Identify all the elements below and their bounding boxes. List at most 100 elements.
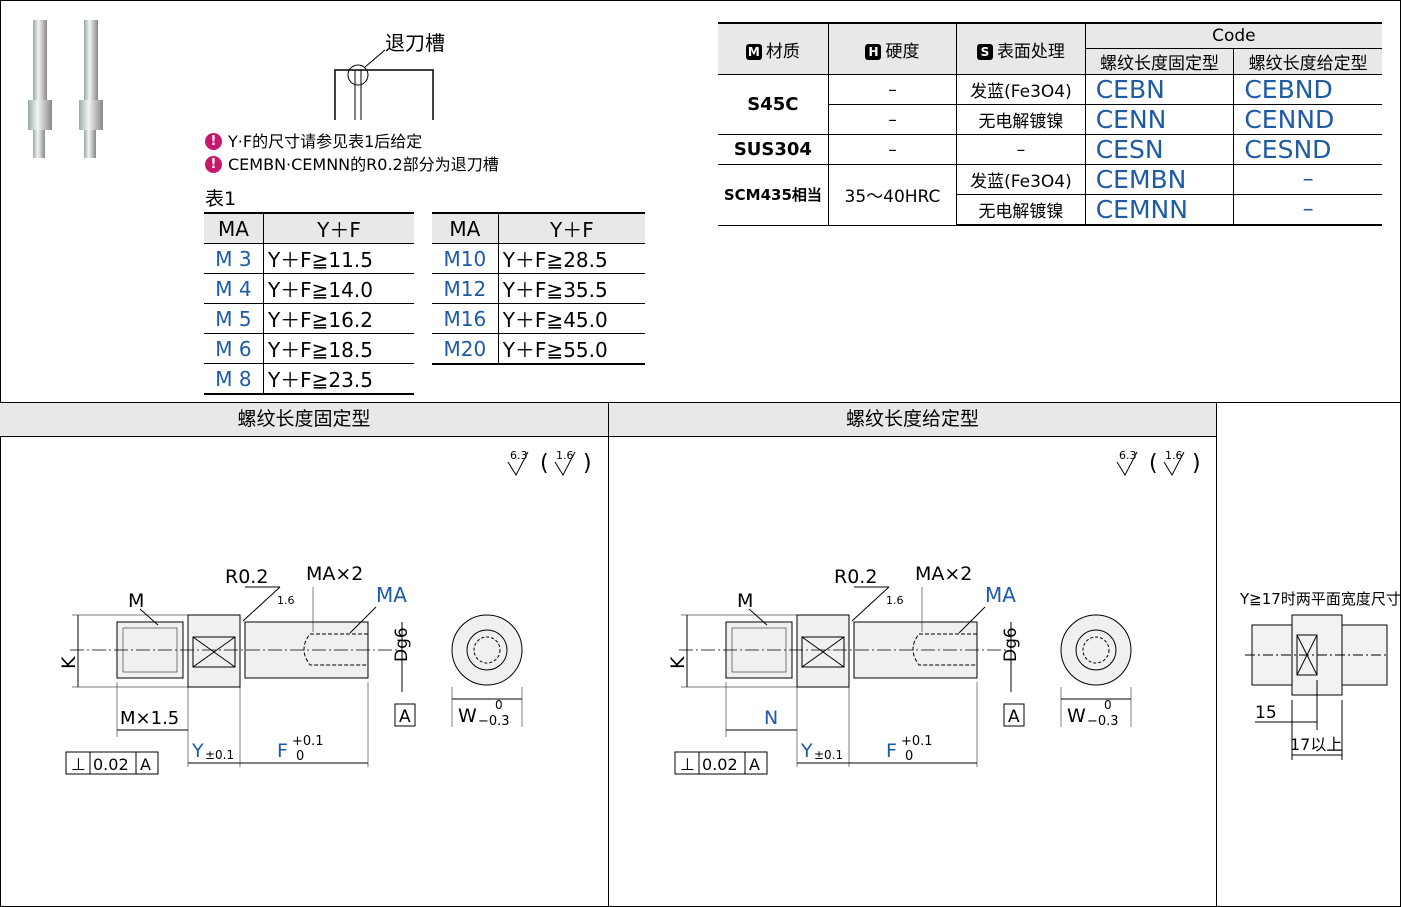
flat-cross (192, 636, 236, 668)
yf-cell: Y＋F≧55.0 (497, 333, 645, 365)
tolerance-frame (674, 751, 768, 775)
surface-badge: S (976, 43, 993, 60)
groove-detail: 退刀槽 (334, 31, 445, 120)
yf-cell: Y＋F≧16.2 (262, 303, 414, 334)
label-m: M (128, 590, 144, 612)
code-given-cell: CEBND (1233, 74, 1382, 105)
paren-open: ( (1149, 451, 1158, 476)
material-cell: SUS304 (718, 134, 829, 165)
hardness-cell: – (827, 74, 958, 105)
hardness-cell: – (828, 104, 958, 135)
surface-cell: 发蓝(Fe3O4) (956, 164, 1086, 195)
groove-label: 退刀槽 (385, 31, 445, 55)
side-title: Y≧17时两平面宽度尺寸 (1240, 590, 1401, 608)
leader-line (851, 586, 890, 622)
end-view-inner (466, 629, 508, 671)
header-fixed: 螺纹长度固定型 (1085, 48, 1235, 75)
label-f-up: +0.1 (901, 734, 933, 749)
material-cell: SCM435相当 (718, 164, 829, 226)
datum-a: A (1008, 707, 1020, 727)
yf-cell: Y＋F≧28.5 (497, 243, 645, 274)
hardness-cell: – (827, 134, 958, 165)
label-ma: MA (376, 583, 407, 607)
yf-cell: Y＋F≧11.5 (262, 243, 414, 274)
ma-cell: M 4 (204, 273, 264, 304)
code-given-cell: – (1233, 194, 1382, 226)
label-k: K (667, 656, 689, 669)
ma-cell: M 6 (204, 333, 264, 364)
paren-open: ( (540, 451, 549, 476)
side-dim-15: 15 (1255, 703, 1277, 723)
ma-cell: M20 (432, 333, 499, 365)
label-y-tol: ±0.1 (814, 748, 843, 762)
roughness-icon (1116, 451, 1138, 477)
table1-caption: 表1 (205, 188, 237, 210)
hex-section (187, 614, 241, 688)
label-y: Y (800, 740, 813, 762)
label-f-low: 0 (296, 749, 304, 764)
label-f-low: 0 (905, 749, 913, 764)
header-surface: 表面处理 (996, 41, 1065, 62)
tolerance-frame (65, 751, 159, 775)
code-given-cell: – (1233, 164, 1382, 195)
label-w-up: 0 (495, 698, 503, 712)
section-divider (0, 402, 1401, 403)
panel-title-given: 螺纹长度给定型 (609, 403, 1216, 437)
flat-box (192, 636, 236, 668)
label-w: W (1067, 705, 1086, 727)
end-view-outer (451, 614, 523, 686)
label-y: Y (191, 740, 204, 762)
label-w-low: −0.3 (478, 714, 510, 729)
tapped-hole (912, 633, 977, 666)
header-hardness: 硬度 (885, 41, 920, 62)
label-f: F (277, 740, 288, 762)
panel-title-fixed: 螺纹长度固定型 (0, 403, 608, 437)
label-ma: MA (985, 583, 1016, 607)
hardness-cell: 35～40HRC (827, 164, 958, 226)
label-k: K (58, 656, 80, 669)
perpendicular-icon: ⊥ (71, 755, 86, 775)
note-1: Y·F的尺寸请参见表1后给定 (228, 132, 423, 151)
header-code: Code (1084, 22, 1382, 49)
end-view-hole (473, 636, 501, 664)
header-ma: MA (432, 212, 499, 244)
roughness-value: 1.6 (886, 594, 904, 607)
leader-line (349, 606, 377, 634)
surface-cell: 发蓝(Fe3O4) (956, 74, 1086, 105)
tolerance-value: 0.02 (702, 755, 738, 774)
ma-cell: M12 (432, 273, 499, 304)
label-f: F (886, 740, 897, 762)
warning-icon: ! (205, 133, 222, 150)
notes: !Y·F的尺寸请参见表1后给定 !CEMBN·CEMNN的R0.2部分为退刀槽 (205, 130, 499, 176)
end-view-outer (1060, 614, 1132, 686)
label-max2: MA×2 (306, 563, 363, 585)
paren-close: ) (1192, 451, 1201, 476)
hardness-badge: H (865, 43, 882, 60)
leader-line (242, 586, 281, 622)
roughness-icon (1163, 451, 1185, 477)
ma-cell: M16 (432, 303, 499, 334)
roughness-value: 1.6 (556, 449, 574, 462)
roughness-value: 1.6 (1165, 449, 1183, 462)
ma-cell: M 3 (204, 243, 264, 274)
surface-cell: – (956, 134, 1086, 165)
label-w-low: −0.3 (1087, 714, 1119, 729)
label-n: N (764, 707, 778, 729)
roughness-value: 6.3 (1119, 449, 1137, 462)
leader-line (139, 608, 159, 626)
header-material: 材质 (765, 41, 800, 62)
leader-line (958, 606, 986, 634)
warning-icon: ! (205, 156, 222, 173)
code-given-cell: CESND (1233, 134, 1382, 165)
code-fixed-cell: CEBN (1084, 74, 1235, 105)
tolerance-datum: A (749, 755, 760, 774)
roughness-icon (507, 451, 529, 477)
tolerance-datum: A (140, 755, 151, 774)
